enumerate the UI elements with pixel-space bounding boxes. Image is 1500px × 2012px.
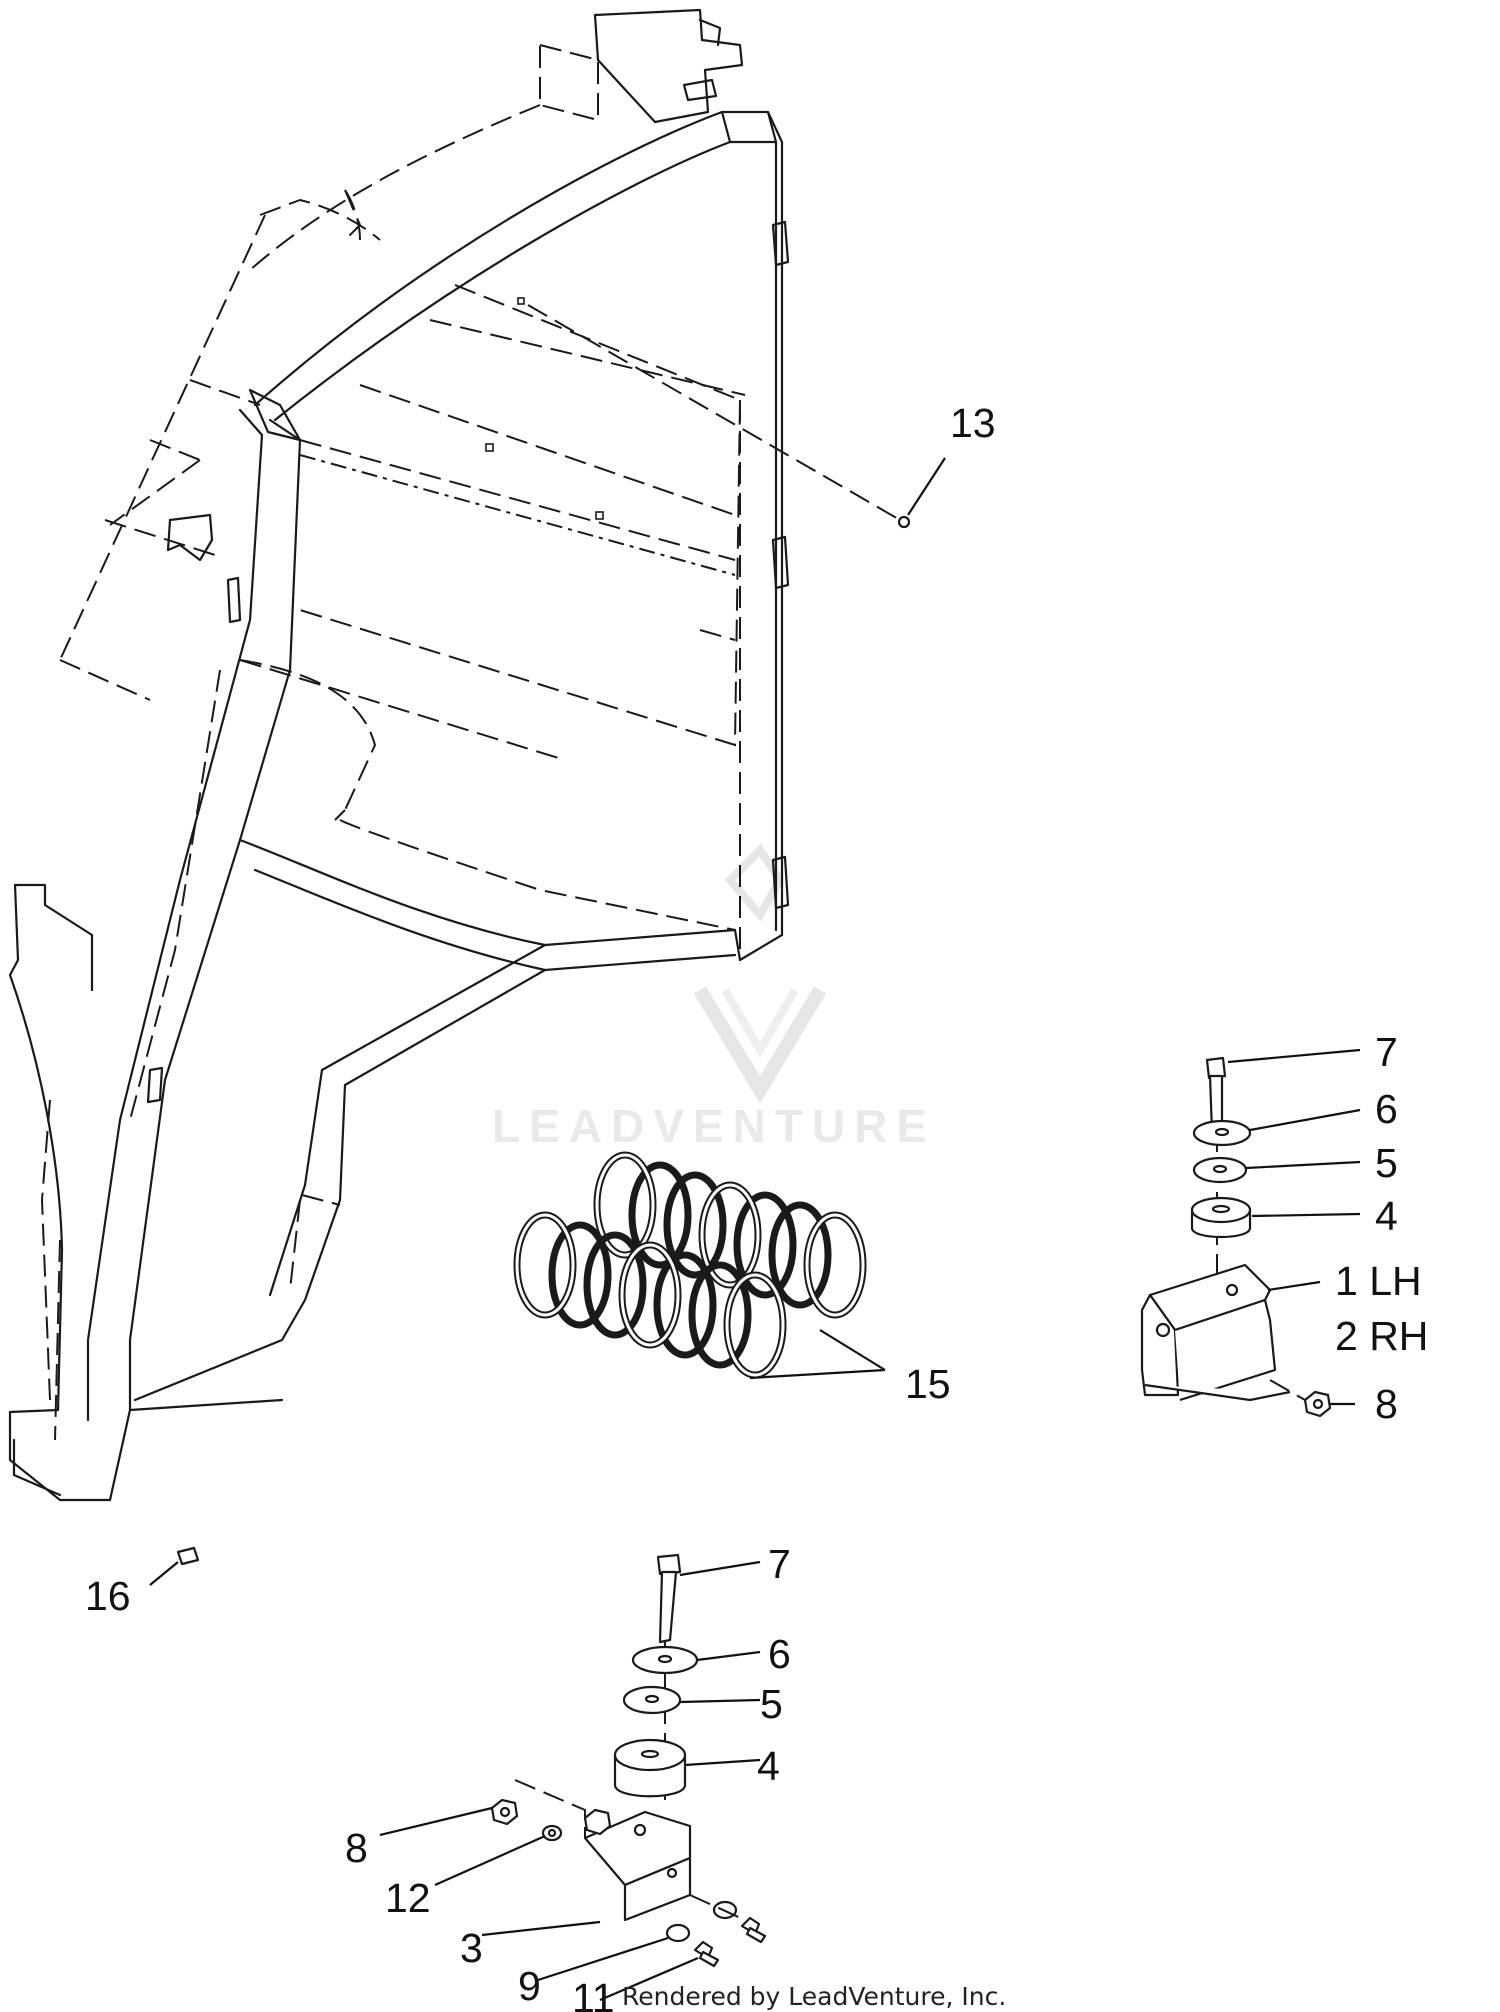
- cab-panels-phantom: [40, 43, 901, 1441]
- mount-assembly-right: [1140, 1048, 1361, 1418]
- callout-8-right: 8: [1375, 1381, 1398, 1427]
- callout-6-right: 6: [1375, 1086, 1398, 1132]
- callout-16: 16: [85, 1573, 131, 1619]
- part-13-fastener: [897, 457, 946, 529]
- callout-1-lh: 1 LH: [1335, 1258, 1422, 1304]
- callout-5-right: 5: [1375, 1140, 1398, 1186]
- callout-6-bottom: 6: [768, 1631, 791, 1677]
- mount-assembly-bottom: [379, 1553, 767, 2002]
- part-16-clip: [149, 1546, 200, 1586]
- callout-4-bottom: 4: [757, 1743, 780, 1789]
- callout-4-right: 4: [1375, 1193, 1398, 1239]
- callout-11: 11: [572, 1975, 615, 2012]
- cab-frame: [8, 8, 790, 1502]
- spring-upper: [593, 1151, 867, 1319]
- callout-9: 9: [518, 1963, 541, 2009]
- callout-7-bottom: 7: [768, 1541, 791, 1587]
- callout-2-rh: 2 RH: [1335, 1313, 1428, 1359]
- callout-7-right: 7: [1375, 1029, 1398, 1075]
- callout-8-bottom: 8: [345, 1825, 368, 1871]
- watermark-logo: [693, 843, 827, 1104]
- spring-lower: [513, 1211, 787, 1379]
- callout-5-bottom: 5: [760, 1681, 783, 1727]
- callout-3: 3: [460, 1925, 483, 1971]
- watermark-text: LEADVENTURE: [492, 1100, 936, 1152]
- callout-15: 15: [905, 1361, 951, 1407]
- callout-12: 12: [385, 1875, 431, 1921]
- callout-13: 13: [950, 400, 996, 446]
- part-15-springs: [513, 1151, 886, 1380]
- footer-credit: Rendered by LeadVenture, Inc.: [622, 1982, 1006, 2011]
